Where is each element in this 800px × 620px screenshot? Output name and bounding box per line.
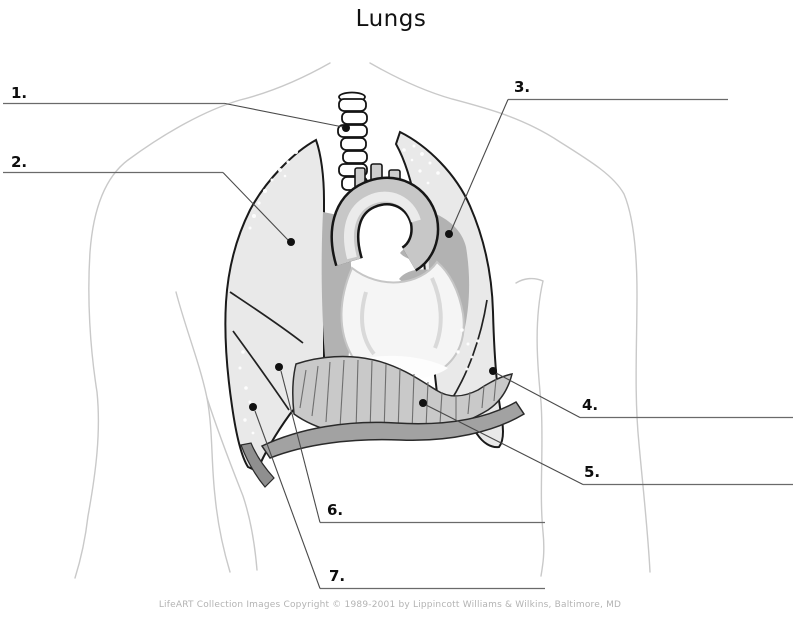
leader-line-3 [450,99,509,232]
label-number-1: 1. [11,84,28,102]
label-group-1 [3,102,350,132]
leader-line-7 [254,410,321,589]
copyright-text: LifeART Collection Images Copyright © 19… [158,600,622,610]
label-number-5: 5. [584,463,601,481]
trachea-illustration [337,91,368,191]
label-group-6 [275,363,545,524]
label-group-5 [419,399,793,486]
label-number-2: 2. [11,153,28,171]
lung-texture-speckles [238,144,480,435]
diaphragm-illustration [240,355,526,488]
leader-line-1 [224,102,344,128]
label-dot-5 [419,399,427,407]
label-number-3: 3. [514,78,531,96]
leader-line-4 [495,372,581,418]
label-dot-2 [287,238,295,246]
aorta-illustration [330,163,440,272]
label-dot-3 [445,230,453,238]
label-group-2 [3,171,295,246]
label-dot-6 [275,363,283,371]
label-group-4 [489,367,793,419]
page-title: Lungs [355,6,427,32]
label-group-3 [445,98,728,238]
leader-line-2 [222,172,289,241]
body-outline-illustration [74,62,651,579]
label-number-6: 6. [327,501,344,519]
label-group-7 [249,403,545,590]
label-number-7: 7. [329,567,346,585]
label-dot-7 [249,403,257,411]
leader-line-6 [280,370,321,523]
label-dot-1 [342,124,350,132]
leader-line-5 [425,404,584,485]
lung-fissures-illustration [229,291,488,411]
label-number-4: 4. [582,396,599,414]
label-dot-4 [489,367,497,375]
